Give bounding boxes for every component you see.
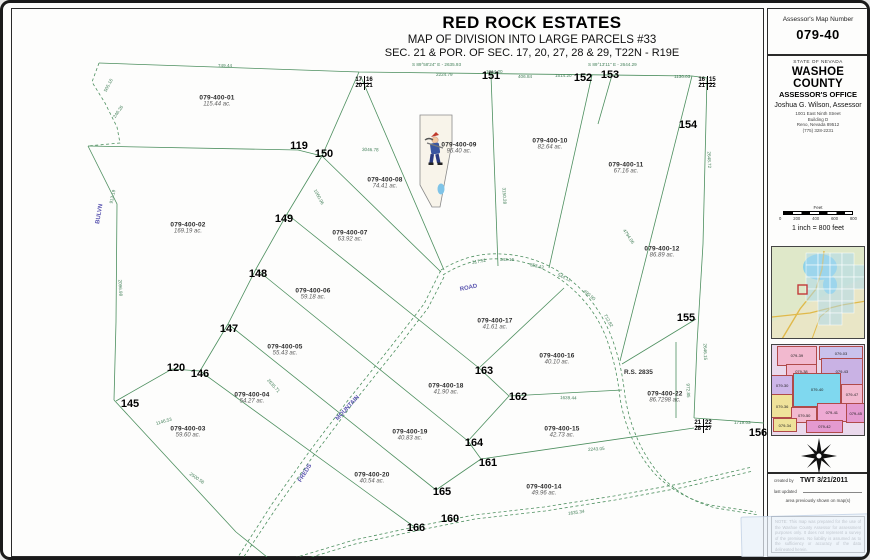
map-title: RED ROCK ESTATES (442, 13, 622, 32)
assessor-name: Joshua G. Wilson, Assessor (774, 102, 862, 109)
adjacent-map-cell: 079-36 (772, 394, 794, 418)
scale-ticks: 0 200 400 600 800 (779, 216, 857, 221)
scale-tick: 400 (812, 216, 820, 221)
scale-tick: 800 (849, 216, 857, 221)
adjacent-map-cell: 079-34 (772, 417, 797, 433)
scale-units-label: Feet (813, 205, 823, 210)
map-frame: RED ROCK ESTATES MAP OF DIVISION INTO LA… (11, 8, 767, 557)
office-address: 1001 East Ninth Street Building D Reno, … (768, 111, 867, 134)
previous-maps-label: area previously shown on map(s) (785, 498, 851, 503)
adjacent-map-cell: 079-42 (805, 419, 843, 434)
map-section-line: SEC. 21 & POR. OF SEC. 17, 20, 27, 28 & … (384, 47, 680, 59)
address-line2: Building D (807, 116, 829, 122)
scale-bar (783, 211, 853, 215)
nevada-prospector-logo (419, 114, 453, 208)
watermark-overlay (740, 513, 867, 557)
created-by-label: created by (774, 478, 794, 483)
adjacent-map-cell: 079-41 (817, 403, 847, 422)
scale-tick: 0 (779, 216, 782, 221)
scale-text: 1 inch = 800 feet (792, 225, 844, 232)
map-number: 079-40 (796, 27, 840, 42)
scale-bar-group: Feet 0 200 400 600 800 1 inch = 800 feet (767, 205, 867, 232)
location-index-map (771, 246, 865, 339)
adjacent-map-cell: 079-39 (776, 345, 818, 366)
address-line1: 1001 East Ninth Street (795, 111, 841, 116)
title-block: RED ROCK ESTATES MAP OF DIVISION INTO LA… (385, 13, 680, 59)
created-by-value: TWT 3/21/2011 (800, 477, 848, 484)
map-subtitle: MAP OF DIVISION INTO LARGE PARCELS #33 (407, 34, 657, 46)
adjacent-map-cell: 079-30 (772, 374, 794, 397)
adjacent-map-cell: 079-45 (846, 403, 864, 424)
parcel-boundary-lines (87, 62, 765, 557)
map-number-box: Assessor's Map Number 079-40 (767, 8, 867, 55)
county-name: WASHOE COUNTY (791, 66, 845, 90)
adjacent-map-cell: 079-50 (791, 406, 818, 424)
adjacent-map-cell: 079-03 (818, 345, 864, 361)
state-label: STATE OF NEVADA (793, 60, 843, 65)
last-updated-label: last updated (774, 489, 797, 494)
last-updated-blank (803, 487, 862, 493)
adjacent-map-cell: 079-47 (840, 383, 864, 406)
compass-rose-icon (801, 438, 837, 474)
scale-tick: 200 (793, 216, 801, 221)
address-line3: Reno, Nevada 89512 (796, 122, 840, 128)
office-phone: (775) 328-2231 (802, 127, 834, 133)
scale-tick: 600 (831, 216, 839, 221)
office-name: ASSESSOR'S OFFICE (778, 90, 858, 99)
adjacent-map-cell: 079-40 (793, 372, 842, 408)
map-number-label: Assessor's Map Number (782, 16, 854, 23)
